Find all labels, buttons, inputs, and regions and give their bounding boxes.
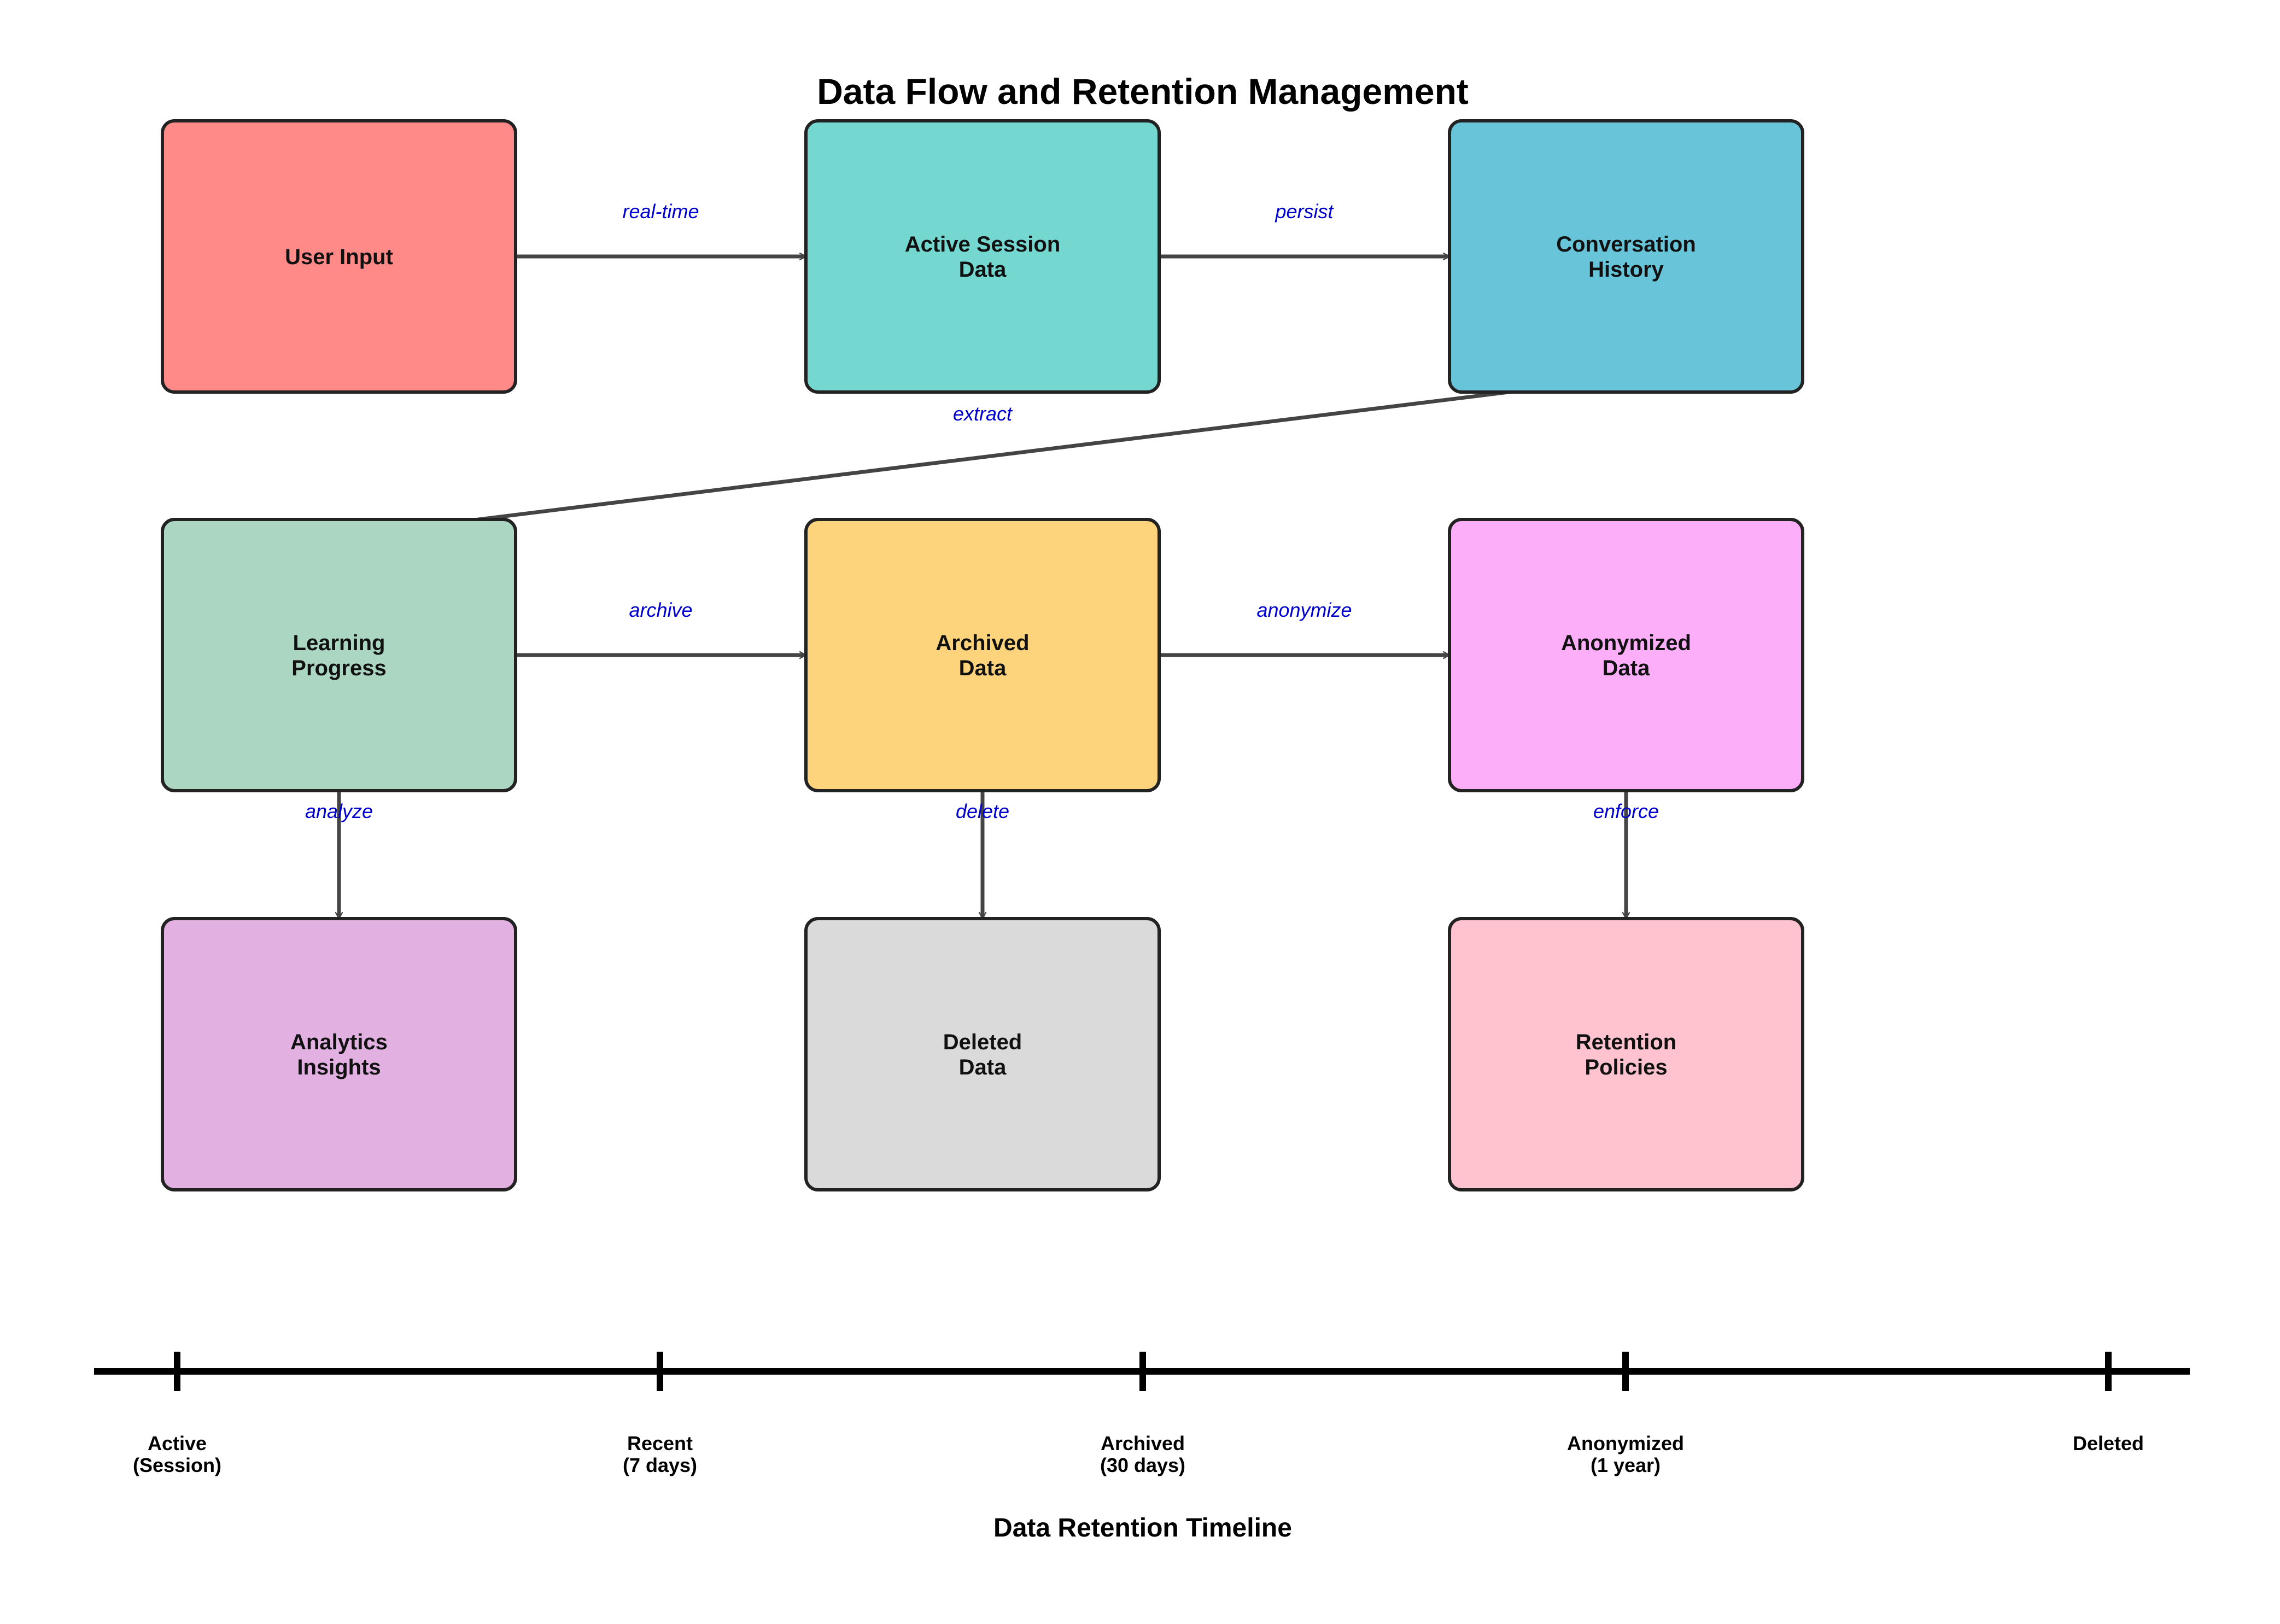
edge-label: analyze	[305, 800, 373, 822]
node-label: User Input	[285, 245, 393, 269]
edge-label: persist	[1275, 200, 1334, 223]
node-label: Deleted	[943, 1030, 1022, 1054]
edge-label: enforce	[1593, 800, 1659, 822]
timeline-stage-label: Deleted	[2073, 1432, 2144, 1454]
node-label: Archived	[936, 631, 1029, 655]
node-label: History	[1588, 258, 1664, 282]
timeline-stage-label: Anonymized	[1567, 1432, 1684, 1454]
timeline-stage-label: (Session)	[133, 1454, 221, 1476]
node-box	[804, 518, 1161, 792]
edge-label: archive	[629, 599, 692, 621]
retention-timeline: Active(Session) Recent(7 days) Archived(30…	[94, 1352, 2190, 1543]
node-box	[1448, 119, 1804, 394]
node-label: Active Session	[905, 232, 1061, 256]
timeline-ticks: Active(Session) Recent(7 days) Archived(30…	[133, 1352, 2144, 1476]
diagram-title: Data Flow and Retention Management	[817, 71, 1469, 112]
timeline-stage-label: (1 year)	[1591, 1454, 1661, 1476]
node-label: Data	[959, 656, 1007, 680]
timeline-stage-label: Recent	[627, 1432, 693, 1454]
node-label: Data	[959, 258, 1007, 282]
edge-arrow-conversation-history-to-learning-progress	[352, 377, 1617, 535]
edge-label: delete	[956, 800, 1009, 822]
node-box	[1448, 518, 1804, 792]
node-label: Data	[1603, 656, 1650, 680]
timeline-stage-label: Archived	[1101, 1432, 1185, 1454]
node-label: Policies	[1585, 1055, 1667, 1079]
timeline-stage-label: (7 days)	[623, 1454, 697, 1476]
node-box	[804, 917, 1161, 1191]
edge-label: extract	[953, 402, 1013, 425]
edge-label: real-time	[622, 200, 699, 223]
node-label: Anonymized	[1561, 631, 1691, 655]
node-label: Insights	[297, 1055, 381, 1079]
node-box	[161, 518, 517, 792]
timeline-title: Data Retention Timeline	[993, 1514, 1292, 1543]
node-user-input: User Input	[161, 119, 517, 394]
node-label: Learning	[293, 631, 385, 655]
node-label: Progress	[291, 656, 386, 680]
node-box	[804, 119, 1161, 394]
node-box	[161, 119, 517, 394]
edge-label: anonymize	[1256, 599, 1352, 621]
node-label: Conversation	[1556, 232, 1696, 256]
node-box	[161, 917, 517, 1191]
timeline-stage-label: Active	[148, 1432, 207, 1454]
timeline-stage-label: (30 days)	[1100, 1454, 1185, 1476]
node-box	[1448, 917, 1804, 1191]
edge-labels-layer: real-time persist extract archive anonymize a…	[305, 200, 1659, 822]
edges-layer	[339, 256, 1626, 921]
node-label: Data	[959, 1055, 1007, 1079]
node-label: Retention	[1576, 1030, 1676, 1054]
node-label: Analytics	[290, 1030, 388, 1054]
